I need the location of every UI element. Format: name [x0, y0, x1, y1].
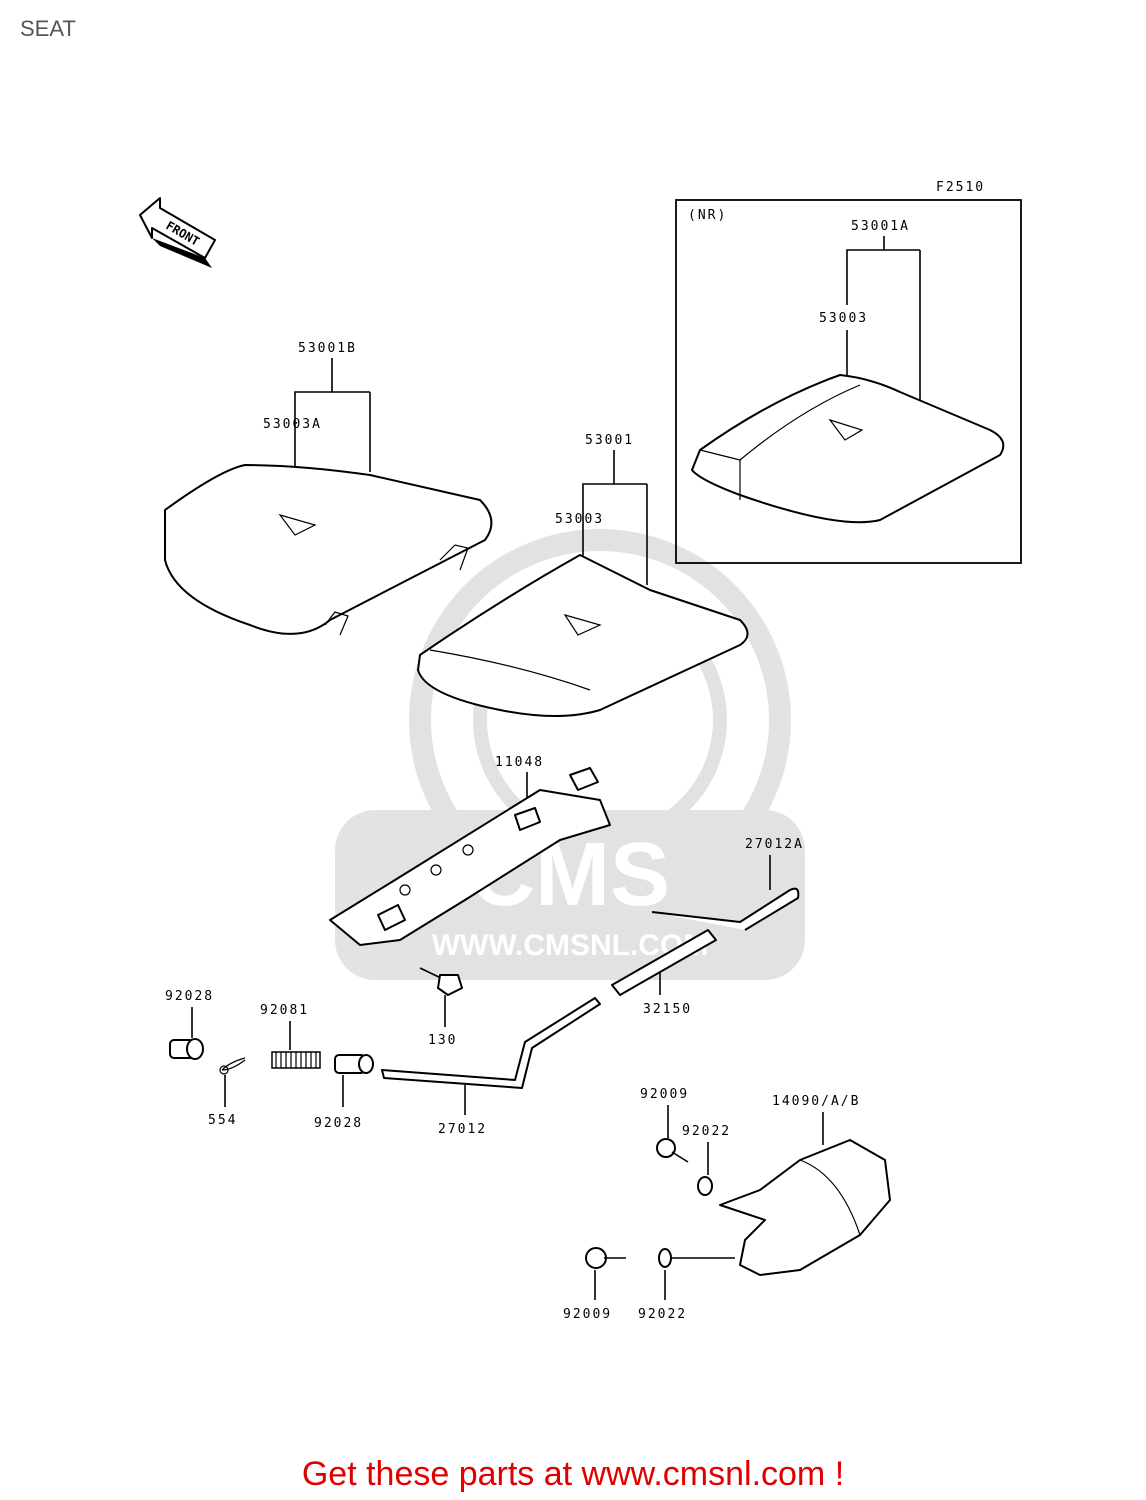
seat-53001-icon [417, 554, 749, 717]
inset-label: (NR) [688, 208, 727, 223]
label-53003-inset: 53003 [819, 311, 868, 326]
label-53001a: 53001A [851, 219, 910, 234]
tube-32150-icon [611, 929, 717, 996]
spring-icon [271, 1051, 321, 1069]
label-92009-top: 92009 [640, 1087, 689, 1102]
label-11048: 11048 [495, 755, 544, 770]
label-27012a: 27012A [745, 837, 804, 852]
rod-27012-icon [381, 997, 601, 1089]
label-53003a: 53003A [263, 417, 322, 432]
pin-icon [221, 1057, 246, 1071]
seat-53001b-icon [164, 464, 493, 635]
label-130: 130 [428, 1033, 457, 1048]
bolt-130-icon [419, 967, 463, 996]
washer-bottom-icon [658, 1248, 672, 1268]
rod-27012a-icon [651, 887, 800, 931]
footer-link[interactable]: Get these parts at www.cmsnl.com ! [301, 1455, 845, 1493]
seat-bracket-icon [329, 789, 611, 946]
label-53001: 53001 [585, 433, 634, 448]
bolt-92009-bottom-icon [585, 1247, 626, 1269]
washer-top-icon [697, 1176, 713, 1196]
label-92022-bottom: 92022 [638, 1307, 687, 1322]
label-53003: 53003 [555, 512, 604, 527]
label-554: 554 [208, 1113, 237, 1128]
label-27012: 27012 [438, 1122, 487, 1137]
inset-nr: (NR) 53001A 53003 [675, 199, 1022, 564]
collar-right-icon [334, 1054, 374, 1074]
label-32150: 32150 [643, 1002, 692, 1017]
front-arrow-icon: FRONT [139, 197, 216, 268]
label-92022-top: 92022 [682, 1124, 731, 1139]
side-cover-14090-icon [719, 1139, 891, 1276]
label-14090: 14090/A/B [772, 1094, 860, 1109]
figure-code: F2510 [936, 180, 985, 195]
label-92028-left: 92028 [165, 989, 214, 1004]
label-92009-bottom: 92009 [563, 1307, 612, 1322]
collar-left-icon [169, 1038, 204, 1060]
bolt-92009-top-icon [656, 1138, 689, 1163]
label-92081: 92081 [260, 1003, 309, 1018]
page-title: SEAT [20, 16, 76, 41]
label-53001b: 53001B [298, 341, 357, 356]
inset-seat-icon [691, 374, 1005, 524]
label-92028-right: 92028 [314, 1116, 363, 1131]
